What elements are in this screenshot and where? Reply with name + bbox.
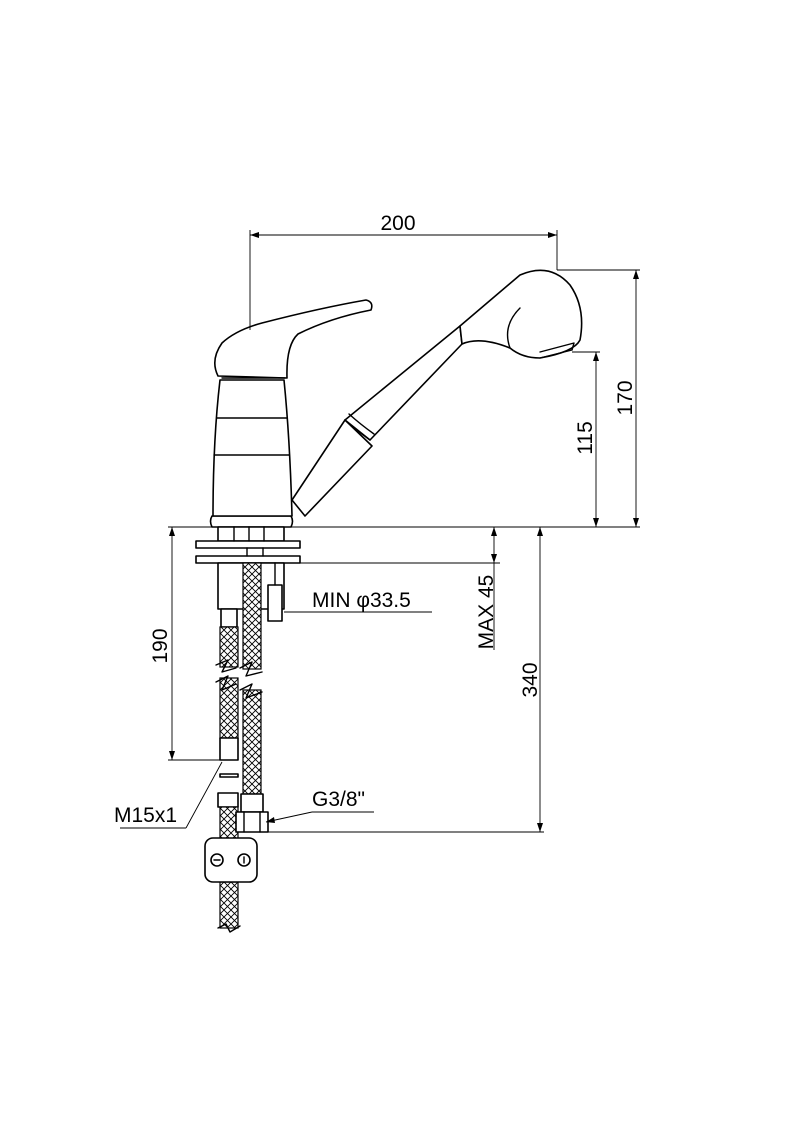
faucet-body <box>209 299 373 528</box>
dim-height-total-label: 170 <box>614 380 637 415</box>
dim-height-spout-label: 115 <box>574 421 597 454</box>
dim-hole-diameter-label: MIN φ33.5 <box>312 589 411 612</box>
flexible-hose-right <box>235 562 269 833</box>
dim-hose-length-label: 190 <box>149 628 172 663</box>
pull-out-spout <box>291 269 583 517</box>
dim-width-label: 200 <box>380 212 415 235</box>
dimension-lines <box>120 230 640 833</box>
flexible-hose-left <box>215 608 241 933</box>
dim-max-thickness-label: MAX 45 <box>475 575 498 650</box>
thread-outlet-label: M15x1 <box>114 804 177 827</box>
thread-inlet-label: G3/8" <box>312 788 365 811</box>
dim-total-length-label: 340 <box>519 662 542 697</box>
hose-clip <box>204 837 258 883</box>
